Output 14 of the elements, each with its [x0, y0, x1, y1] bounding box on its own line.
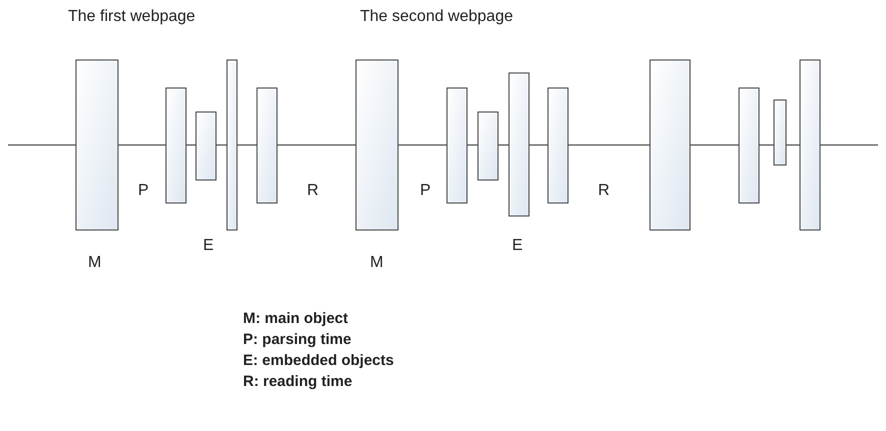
- key-entry: M: main object: [243, 310, 348, 328]
- phase-label: P: [420, 182, 431, 200]
- phase-label: R: [598, 182, 610, 200]
- page-title: The first webpage: [68, 8, 196, 26]
- phase-label: P: [138, 182, 149, 200]
- phase-label: M: [88, 254, 102, 272]
- phase-label: M: [370, 254, 384, 272]
- phase-label: E: [203, 237, 214, 255]
- key-entry: R: reading time: [243, 373, 352, 391]
- key-entry: P: parsing time: [243, 331, 352, 349]
- phase-label: R: [307, 182, 319, 200]
- key-entry: E: embedded objects: [243, 352, 394, 370]
- page-title: The second webpage: [360, 8, 513, 26]
- phase-label: E: [512, 237, 523, 255]
